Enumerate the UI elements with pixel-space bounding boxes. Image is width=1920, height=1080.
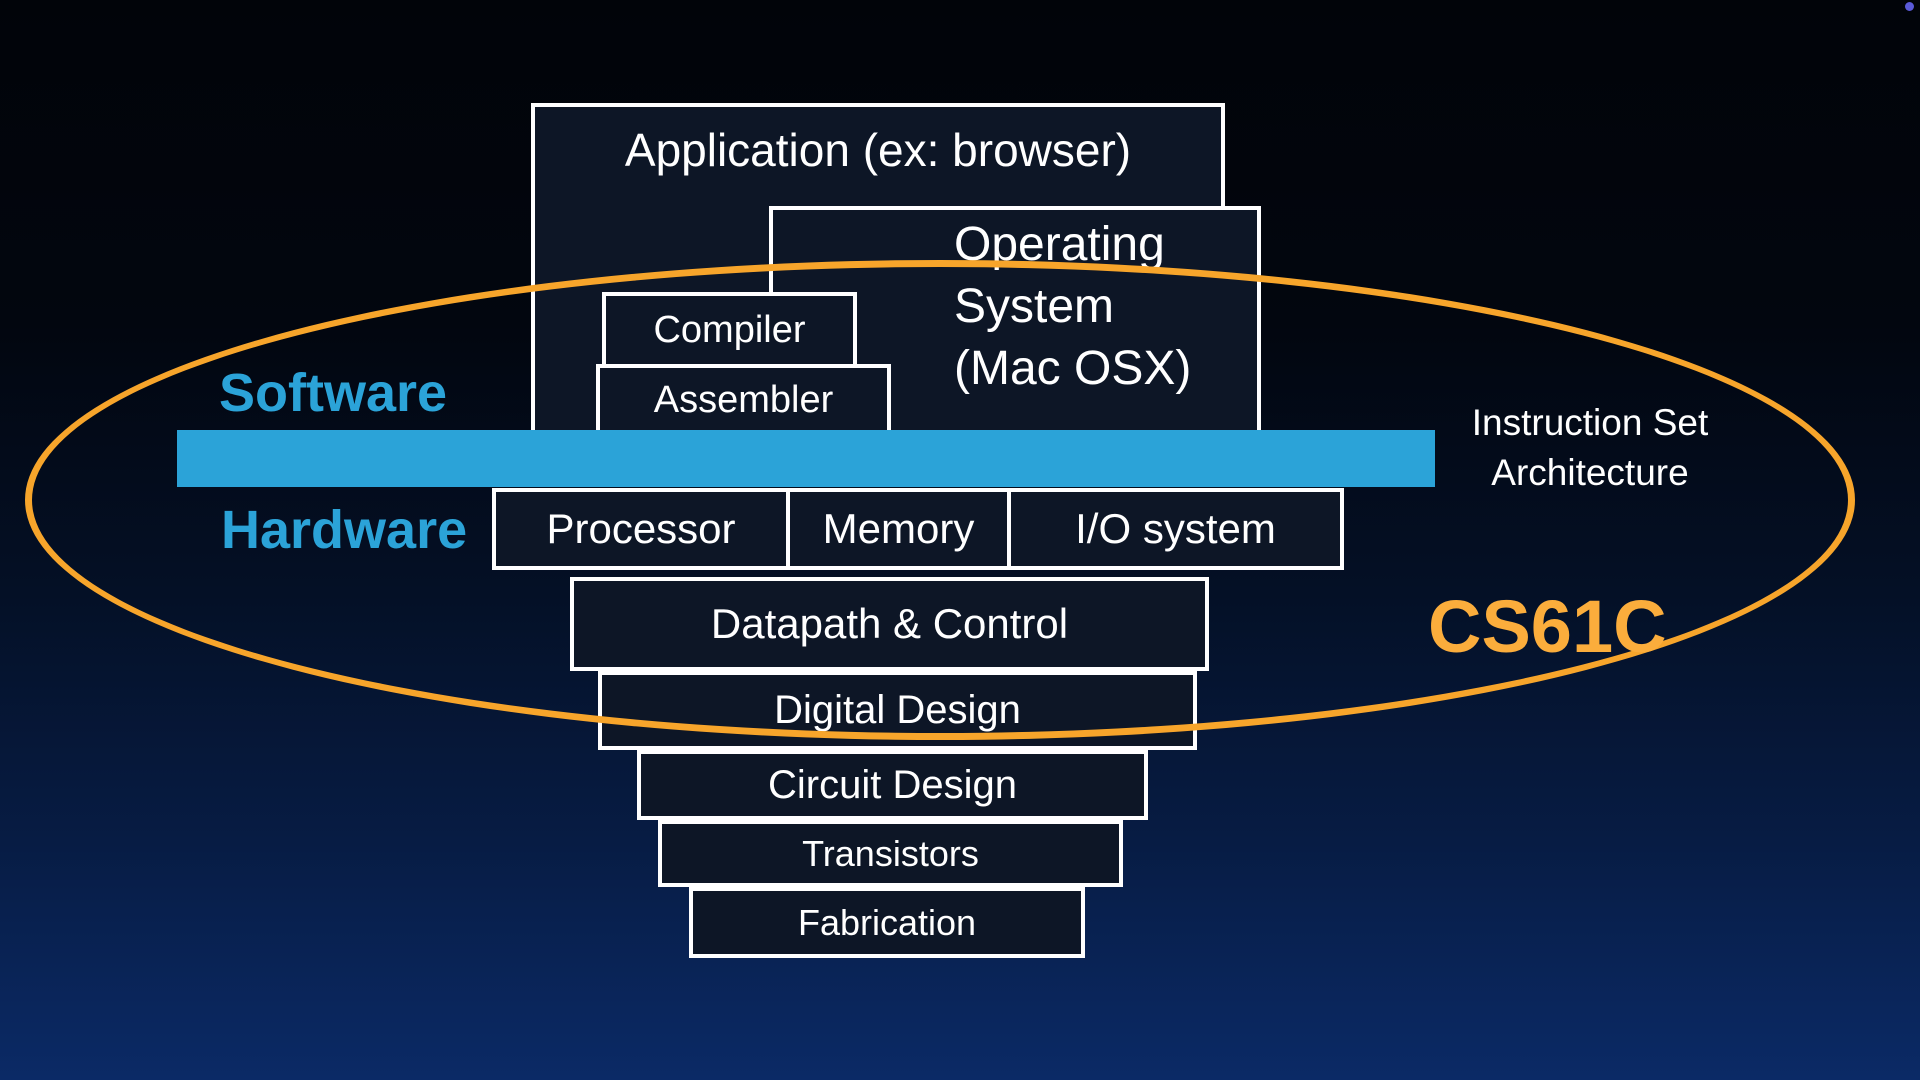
- hardware-label: Hardware: [221, 500, 468, 560]
- software-label: Software: [219, 363, 448, 423]
- course-label: CS61C: [1428, 585, 1667, 668]
- fabrication-label: Fabrication: [797, 901, 977, 943]
- fabrication-box: Fabrication: [689, 887, 1085, 958]
- transistors-box: Transistors: [658, 820, 1123, 887]
- isa-label-line1: Instruction Set: [1471, 402, 1709, 443]
- isa-label-line2: Architecture: [1491, 452, 1689, 493]
- corner-dot: [1905, 2, 1914, 11]
- cs61c-scope-ellipse: [25, 260, 1855, 740]
- circuit-design-label: Circuit Design: [768, 762, 1017, 807]
- application-label: Application (ex: browser): [624, 124, 1132, 176]
- isa-label: Instruction Set Architecture: [1440, 398, 1740, 498]
- circuit-design-box: Circuit Design: [637, 750, 1148, 820]
- isa-divider-bar: [177, 430, 1435, 487]
- transistors-label: Transistors: [802, 832, 979, 874]
